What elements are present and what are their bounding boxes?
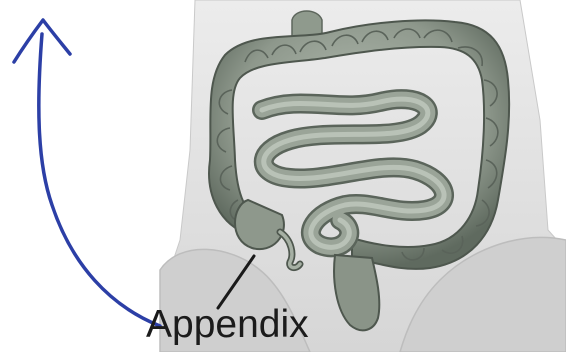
up-arrow-icon [14, 20, 160, 326]
appendix-label: Appendix [146, 305, 309, 344]
